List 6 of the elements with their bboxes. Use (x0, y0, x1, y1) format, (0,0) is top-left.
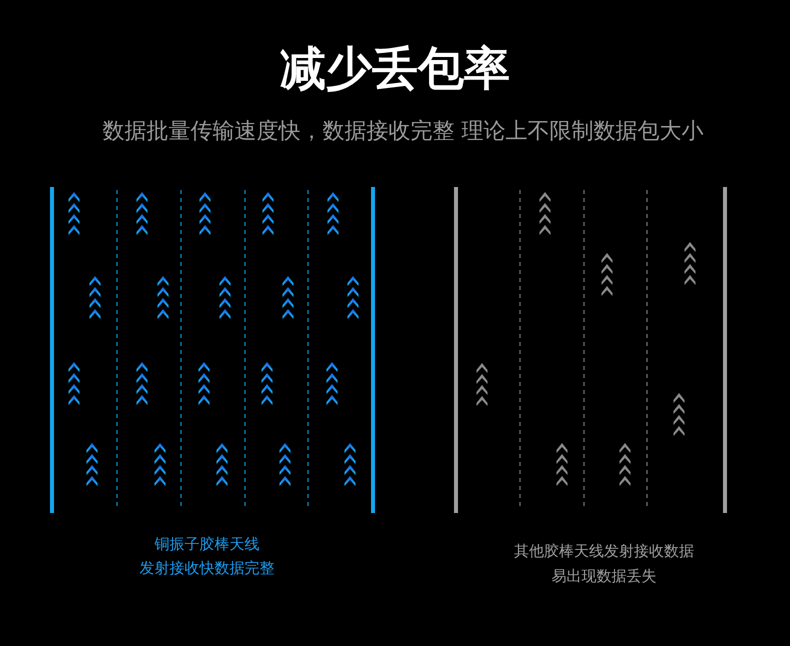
subtitle: 数据批量传输速度快，数据接收完整 理论上不限制数据包大小 (102, 118, 704, 146)
title: 减少丢包率 (280, 40, 510, 97)
caption-text: 其他胶棒天线发射接收数据 (514, 541, 694, 562)
caption-text: 发射接收快数据完整 (140, 558, 274, 579)
caption-text: 易出现数据丢失 (552, 566, 656, 587)
caption-text: 铜振子胶棒天线 (154, 534, 260, 555)
